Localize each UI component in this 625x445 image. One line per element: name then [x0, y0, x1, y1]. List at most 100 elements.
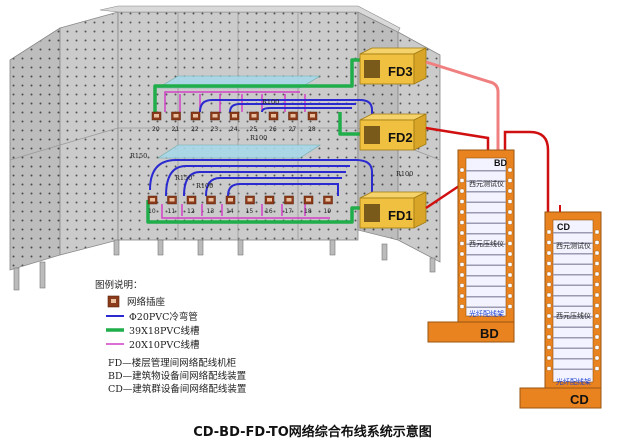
- socket-number: 25: [250, 126, 258, 133]
- wall-leg: [329, 239, 336, 256]
- wall-leg: [113, 239, 120, 256]
- bd-rack[interactable]: 西元测试仪 西元压线仪 光纤配线架 BD BD: [427, 149, 515, 343]
- socket-number: 10: [148, 208, 156, 215]
- network-socket[interactable]: [284, 195, 294, 205]
- rack-screw: [594, 240, 600, 245]
- network-socket[interactable]: [186, 195, 197, 205]
- rack-screw: [507, 251, 513, 257]
- wall-leg: [157, 239, 164, 256]
- bend-label: R150: [130, 152, 147, 160]
- rack-screw: [459, 167, 465, 173]
- fd3-cabinet[interactable]: FD3: [359, 47, 427, 85]
- fd1-cabinet[interactable]: FD1: [359, 191, 427, 229]
- rack-screw: [459, 251, 465, 257]
- network-socket[interactable]: [268, 111, 279, 121]
- network-socket[interactable]: [206, 195, 216, 205]
- network-socket[interactable]: [190, 111, 201, 121]
- socket-number: 24: [230, 126, 238, 133]
- rack-screw: [546, 345, 552, 350]
- rack-screw: [594, 345, 600, 350]
- bend-labels: R100 R100 R150 R150 R100 R100: [130, 98, 413, 190]
- cd-device-crimper: 西元压线仪: [556, 311, 591, 320]
- socket-number: 15: [246, 208, 254, 215]
- bend-label: R100: [250, 134, 267, 142]
- legend-item-socket: 网络插座: [127, 296, 166, 308]
- cd-device-fiber-panel: 光纤配线架: [556, 377, 591, 386]
- socket-number: 19: [324, 208, 332, 215]
- network-socket[interactable]: [323, 195, 333, 205]
- rack-unit-line: [553, 274, 593, 276]
- rack-unit-line: [553, 263, 593, 265]
- rack-unit-line: [553, 326, 593, 328]
- socket-number: 14: [226, 208, 234, 215]
- socket-number: 20: [152, 126, 160, 133]
- bd-device-tester: 西元测试仪: [469, 179, 504, 188]
- network-socket[interactable]: [249, 111, 259, 121]
- rack-screw: [459, 188, 465, 194]
- diagram-caption: CD-BD-FD-TO网络综合布线系统示意图: [193, 425, 432, 440]
- socket-number: 18: [304, 208, 312, 215]
- socket-number: 21: [172, 126, 180, 133]
- rack-screw: [594, 355, 600, 361]
- bd-device-crimper: 西元压线仪: [469, 239, 504, 248]
- fd2-cabinet[interactable]: FD2: [359, 113, 427, 151]
- wall-leg: [237, 239, 244, 256]
- wall-leg: [13, 267, 20, 291]
- rack-screw: [594, 366, 600, 371]
- bend-label: R100: [262, 98, 279, 106]
- rack-unit-line: [466, 306, 506, 308]
- rack-screw: [507, 272, 513, 278]
- rack-unit-line: [466, 254, 506, 256]
- network-socket[interactable]: [210, 111, 220, 121]
- rack-screw: [594, 250, 600, 256]
- rack-screw: [546, 292, 552, 298]
- rack-unit-line: [553, 368, 593, 370]
- socket-number: 27: [289, 126, 297, 133]
- rack-unit-line: [466, 233, 506, 235]
- rack-screw: [459, 293, 465, 299]
- bend-label: R150: [175, 174, 192, 182]
- rack-unit-line: [466, 191, 506, 193]
- rack-screw: [594, 334, 600, 340]
- network-socket[interactable]: [307, 111, 318, 121]
- fd3-label: FD3: [388, 64, 413, 79]
- rack-screw: [594, 261, 600, 266]
- legend-note-fd: FD—楼层管理间网络配线机柜: [108, 357, 237, 369]
- rack-unit-line: [466, 212, 506, 214]
- rack-screw: [594, 229, 600, 235]
- network-socket[interactable]: [151, 111, 162, 121]
- rack-screw: [459, 230, 465, 236]
- network-socket[interactable]: [245, 195, 255, 205]
- rack-unit-line: [466, 296, 506, 298]
- network-socket[interactable]: [171, 111, 181, 121]
- rack-screw: [594, 324, 600, 329]
- network-socket[interactable]: [225, 195, 236, 205]
- rack-screw: [507, 262, 513, 267]
- rack-screw: [507, 230, 513, 236]
- socket-number: 12: [187, 208, 195, 215]
- cd-rack[interactable]: 西元测试仪 西元压线仪 光纤配线架 CD CD: [519, 211, 602, 409]
- network-socket[interactable]: [264, 195, 275, 205]
- rack-screw: [546, 334, 552, 340]
- network-socket[interactable]: [147, 195, 158, 205]
- network-socket[interactable]: [288, 111, 298, 121]
- rack-screw: [507, 199, 513, 204]
- legend-item-trunking-large: 39X18PVC线槽: [129, 325, 200, 337]
- rack-unit-line: [466, 201, 506, 203]
- rack-screw: [507, 241, 513, 246]
- network-socket[interactable]: [167, 195, 177, 205]
- rack-unit-line: [553, 358, 593, 360]
- network-socket[interactable]: [229, 111, 240, 121]
- rack-screw: [507, 178, 513, 183]
- bend-label: R100: [196, 182, 213, 190]
- network-socket[interactable]: [303, 195, 314, 205]
- rack-screw: [546, 250, 552, 256]
- ceiling-plate-lower: [156, 144, 322, 159]
- rack-unit-line: [553, 253, 593, 255]
- socket-number: 22: [191, 126, 199, 133]
- rack-unit-line: [553, 305, 593, 307]
- socket-number: 23: [211, 126, 219, 133]
- rack-screw: [546, 271, 552, 277]
- rack-screw: [546, 240, 552, 245]
